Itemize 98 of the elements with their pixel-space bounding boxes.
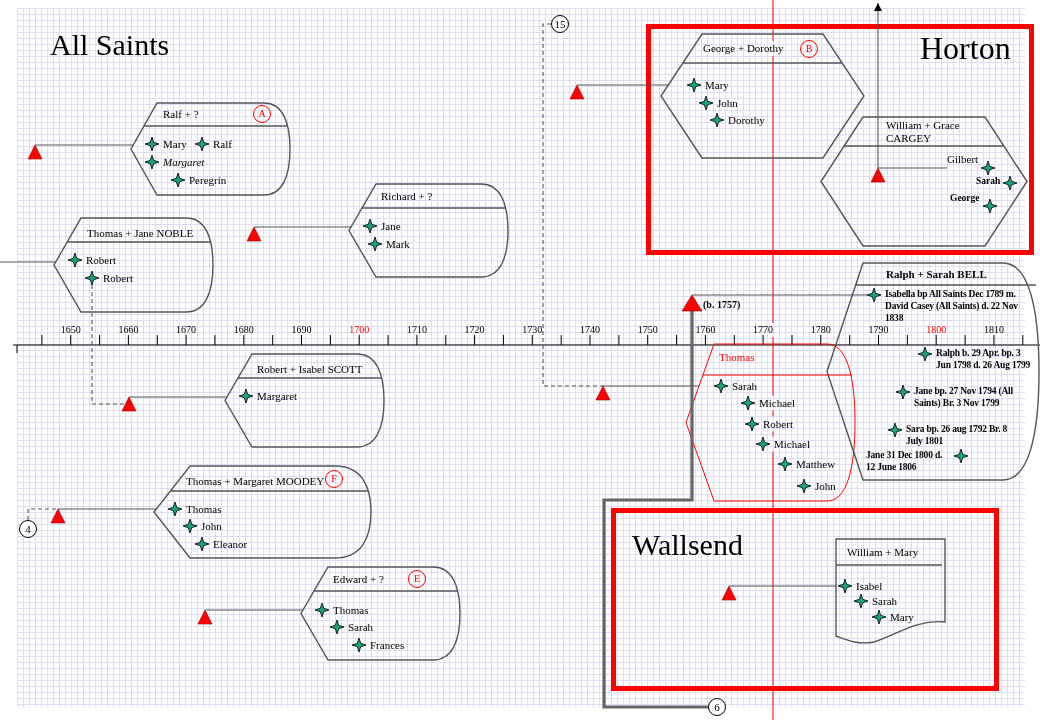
child-name: Ralph b. 29 Apr. bp. 3 Jun 1798 d. 26 Aug 1799 <box>936 347 1031 371</box>
connector-line <box>204 609 304 611</box>
arrow <box>874 2 882 169</box>
child-name: Gilbert <box>947 153 979 166</box>
child-name: Sarah <box>348 620 374 634</box>
child-name: Mary <box>890 610 914 624</box>
family-heading: William + Mary <box>847 546 919 559</box>
triangle-marker <box>122 397 136 411</box>
triangle-marker <box>198 610 212 624</box>
connector-line <box>57 508 157 510</box>
triangle-marker <box>722 586 736 600</box>
family-heading: Richard + ? <box>381 190 433 203</box>
child-name: Margaret <box>163 155 205 169</box>
year-label: 1670 <box>176 324 197 336</box>
child-name: Thomas <box>186 502 222 516</box>
family-heading: Thomas + Jane NOBLE <box>87 227 194 240</box>
connector-line <box>34 144 134 146</box>
child-name: George <box>950 192 980 204</box>
child-name: John <box>201 519 222 533</box>
triangle-marker <box>570 85 584 99</box>
child-name: Mark <box>386 237 410 251</box>
year-label: 1750 <box>637 324 658 336</box>
child-name: Robert <box>86 253 116 267</box>
connector-line <box>253 226 352 228</box>
year-label: 1730 <box>522 324 543 336</box>
family-heading: William + Grace CARGEY <box>886 119 961 145</box>
child-name: Sarah <box>872 594 898 608</box>
child-name: Ralf <box>213 137 232 151</box>
region-frame <box>646 24 1034 255</box>
year-label: 1690 <box>291 324 312 336</box>
child-name: Mary <box>705 78 729 92</box>
child-name: Isabel <box>856 579 883 593</box>
connector-line <box>27 508 59 521</box>
family-heading: Ralph + Sarah BELL <box>886 268 987 281</box>
child-name: Jane bp. 27 Nov 1794 (All Saints) Br. 3 Nov 1799 <box>914 385 1014 409</box>
child-name: Frances <box>370 638 405 652</box>
year-label: 1660 <box>118 324 139 336</box>
family-heading: Ralf + ? <box>163 108 199 121</box>
child-name: John <box>815 479 836 493</box>
region-title: Wallsend <box>632 528 743 562</box>
child-name: Peregrin <box>189 173 227 187</box>
triangle-marker <box>51 509 65 523</box>
child-name: Eleanor <box>213 537 248 551</box>
triangle-marker <box>682 295 702 311</box>
triangle-marker <box>596 386 610 400</box>
connector-line <box>91 284 127 405</box>
family-heading: Edward + ? <box>333 573 384 586</box>
child-name: Dorothy <box>728 113 765 127</box>
child-name: Matthew <box>796 457 836 471</box>
connector-line <box>602 311 708 709</box>
child-name: Isabella bp All Saints Dec 1789 m. David Casey (All Saints) d. 22 Nov 1838 <box>885 288 1019 324</box>
child-name: Robert <box>103 271 133 285</box>
year-label: 1780 <box>810 324 831 336</box>
year-label: 1760 <box>695 324 716 336</box>
year-label: 1810 <box>983 324 1004 336</box>
child-name: Mary <box>163 137 187 151</box>
child-name: Robert <box>763 417 793 431</box>
connector-line <box>128 396 228 398</box>
triangle-marker <box>871 168 885 182</box>
family-heading: Robert + Isabel SCOTT <box>257 363 363 376</box>
connector-line <box>877 167 948 169</box>
connector-line <box>602 385 700 387</box>
region-frame <box>611 508 999 691</box>
year-label: 1700 <box>349 324 370 336</box>
year-label: 1740 <box>580 324 600 336</box>
family-heading: Thomas + Margaret MOODEY <box>186 475 325 488</box>
connector-line <box>0 261 57 263</box>
year-label: 1680 <box>233 324 254 336</box>
connector-line <box>728 585 837 587</box>
circled-number: 6 <box>708 698 726 716</box>
year-label: 1790 <box>868 324 889 336</box>
year-label: 1720 <box>464 324 485 336</box>
year-label: 1650 <box>60 324 81 336</box>
region-title: Horton <box>920 30 1011 66</box>
child-name: Sara bp. 26 aug 1792 Br. 8 July 1801 <box>906 423 1009 447</box>
connector-line <box>576 84 669 86</box>
family-heading: George + Dorothy <box>703 42 784 55</box>
child-name: Jane <box>381 219 401 233</box>
connector-line <box>542 23 604 387</box>
child-name: Thomas <box>333 603 369 617</box>
connector-line <box>691 294 868 296</box>
child-name: Jane 31 Dec 1800 d. 12 June 1806 <box>866 449 944 473</box>
child-name: Michael <box>759 396 796 410</box>
birth-note: (b. 1757) <box>703 298 741 311</box>
triangle-marker <box>28 145 42 159</box>
circled-number: 4 <box>19 520 37 538</box>
circled-number: 15 <box>551 15 569 33</box>
area-title: All Saints <box>50 28 170 62</box>
child-name: Sarah <box>732 379 758 393</box>
child-name: John <box>717 96 738 110</box>
year-label: 1710 <box>406 324 427 336</box>
child-name: Sarah <box>976 175 1001 187</box>
family-heading: Thomas <box>719 351 755 364</box>
year-label: 1800 <box>926 324 947 336</box>
child-name: Michael <box>774 437 811 451</box>
triangle-marker <box>247 227 261 241</box>
child-name: Margaret <box>257 389 298 403</box>
year-label: 1770 <box>753 324 774 336</box>
